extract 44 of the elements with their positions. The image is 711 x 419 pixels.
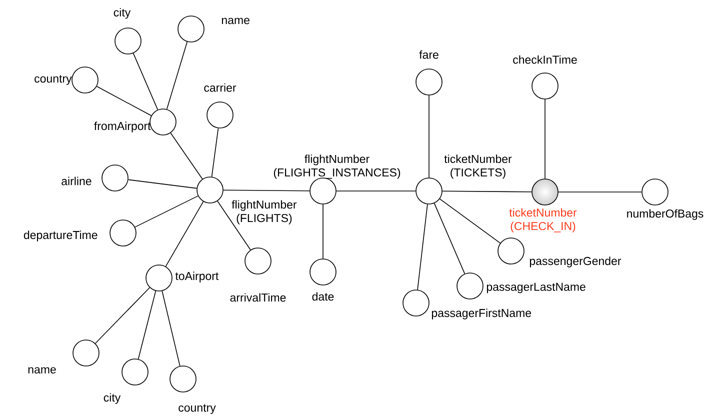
- attribute-label: fromAirport: [94, 122, 151, 132]
- attribute-label: country: [34, 75, 72, 85]
- connector-line: [162, 290, 180, 366]
- attribute-label: city: [114, 8, 131, 19]
- connector-line: [138, 290, 156, 360]
- connector-line: [94, 287, 150, 344]
- connector-line: [417, 204, 428, 290]
- attribute-label: carrier: [204, 83, 236, 92]
- attribute-label: city: [104, 393, 121, 404]
- connector-line: [134, 196, 198, 228]
- attribute-label: date: [312, 292, 334, 301]
- attribute-label: checkInTime: [513, 55, 577, 64]
- attribute-label: passagerLastName: [486, 282, 586, 294]
- attribute-label: name: [28, 367, 56, 374]
- attribute-label: airline: [62, 176, 92, 186]
- connector-line: [170, 132, 203, 180]
- connector-line: [166, 41, 188, 110]
- connector-line: [165, 201, 204, 267]
- connector-line: [223, 190, 310, 192]
- connector-line: [434, 202, 466, 274]
- attribute-label: departureTime: [24, 230, 98, 242]
- attribute-label: flightNumber (FLIGHTS): [232, 200, 297, 224]
- connector-line: [439, 198, 501, 244]
- connector-line: [128, 179, 198, 189]
- attribute-label: passengerGender: [530, 256, 622, 268]
- connector-line: [336, 190, 416, 192]
- connector-line: [217, 200, 251, 250]
- connector-line: [211, 128, 219, 178]
- attribute-label: fare: [419, 50, 438, 59]
- attribute-label: name: [222, 18, 250, 24]
- connector-line: [132, 52, 158, 110]
- connector-line: [442, 190, 532, 192]
- attribute-label: arrivalTime: [230, 293, 286, 302]
- attribute-label: country: [178, 404, 216, 414]
- attribute-label: passagerFirstName: [432, 308, 532, 320]
- connector-line: [322, 204, 324, 259]
- attribute-label: toAirport: [175, 272, 219, 282]
- connector-line: [96, 86, 152, 116]
- attribute-label: ticketNumber (TICKETS): [444, 154, 512, 179]
- connector-line: [544, 99, 546, 179]
- attribute-label: flightNumber (FLIGHTS_INSTANCES): [274, 154, 400, 179]
- connector-line: [428, 95, 430, 178]
- attribute-label: ticketNumber (CHECK_IN): [509, 208, 577, 232]
- attribute-label: numberOfBags: [627, 209, 704, 220]
